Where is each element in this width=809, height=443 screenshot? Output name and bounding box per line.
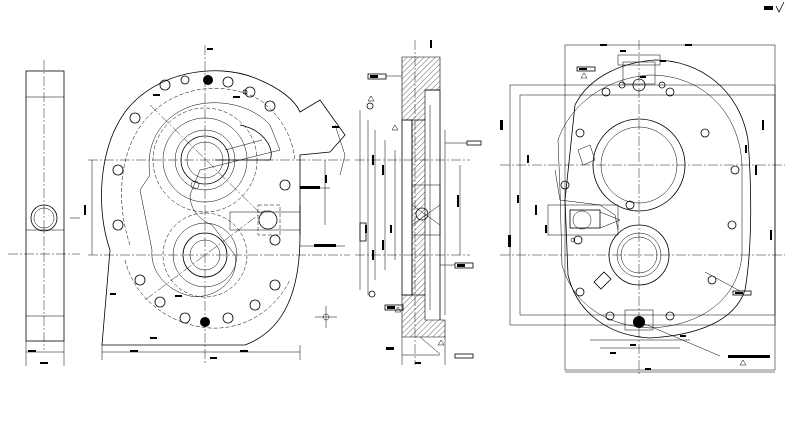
roughness-symbol-corner bbox=[764, 1, 785, 13]
section-view bbox=[355, 40, 482, 365]
right-view-housing bbox=[500, 40, 785, 375]
front-view-cover bbox=[84, 45, 350, 365]
side-view-narrow bbox=[8, 60, 80, 366]
bolt-holes-housing bbox=[560, 81, 740, 321]
bolt-holes-front bbox=[112, 75, 291, 327]
